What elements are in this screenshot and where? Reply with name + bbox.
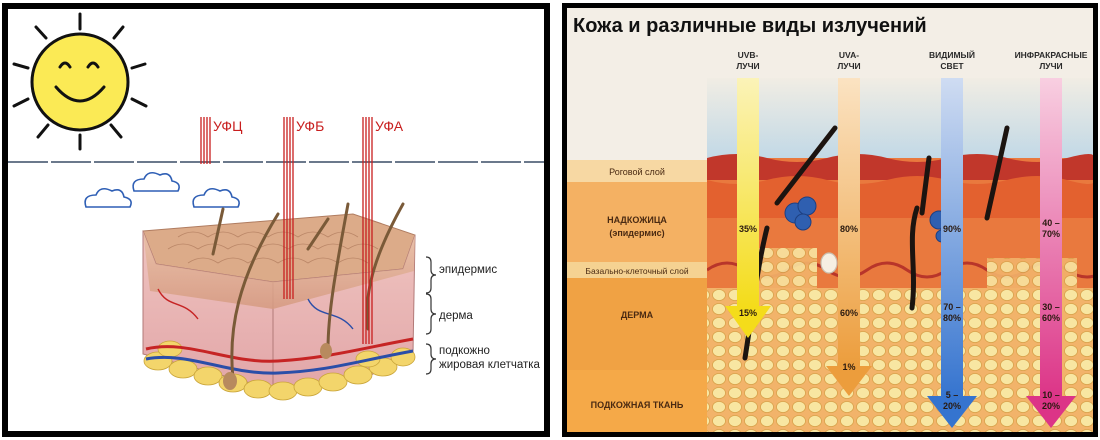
infrared-middle-value: 30 –60% bbox=[1042, 302, 1060, 323]
right-panel: Кожа и различные виды излучений bbox=[562, 3, 1098, 437]
sun-icon bbox=[12, 12, 148, 151]
skin-section bbox=[706, 125, 1093, 432]
ray-label-ufb: УФБ bbox=[296, 118, 324, 134]
uvb-middle-value: 15% bbox=[739, 308, 757, 318]
cloud-icon bbox=[84, 187, 132, 208]
column-header-uvb-1: UVB- bbox=[738, 50, 759, 60]
uva-middle-value: 60% bbox=[840, 308, 858, 318]
column-header-uva-1: UVA- bbox=[839, 50, 859, 60]
diagram-title: Кожа и различные виды излучений bbox=[573, 15, 927, 37]
ray-label-ufa: УФА bbox=[375, 118, 404, 134]
layer-label-dermis: ДЕРМА bbox=[621, 310, 654, 320]
column-header-infrared-2: ЛУЧИ bbox=[1039, 61, 1062, 71]
clouds bbox=[84, 171, 240, 208]
sky bbox=[707, 78, 1093, 168]
layer-column bbox=[567, 160, 707, 432]
ufc-ray bbox=[200, 117, 211, 164]
left-diagram: УФЦ УФБ УФА эпидермис дерма подкожно жир… bbox=[8, 9, 544, 431]
layer-label-epidermis-sub: (эпидермис) bbox=[609, 228, 664, 238]
layer-label-epidermis: НАДКОЖИЦА bbox=[607, 215, 667, 225]
skin-diagram-right: Кожа и различные виды излучений bbox=[567, 15, 1093, 432]
visible-arrow bbox=[927, 78, 977, 428]
uva-arrow bbox=[826, 78, 872, 396]
left-panel: УФЦ УФБ УФА эпидермис дерма подкожно жир… bbox=[2, 3, 550, 437]
layer-label-epidermis: эпидермис bbox=[439, 264, 497, 276]
layer-label-dermis: дерма bbox=[439, 310, 473, 322]
infrared-top-value: 40 –70% bbox=[1042, 218, 1060, 239]
ufb-ray bbox=[283, 117, 294, 299]
skin-diagram-left: УФЦ УФБ УФА эпидермис дерма подкожно жир… bbox=[8, 12, 544, 401]
visible-bottom-value: 5 –20% bbox=[943, 390, 961, 411]
layer-label-subcutaneous-1: подкожно bbox=[439, 345, 490, 357]
cloud-icon bbox=[192, 187, 240, 208]
uva-bottom-value: 1% bbox=[842, 362, 855, 372]
layer-label-basal: Базально-клеточный слой bbox=[585, 266, 688, 276]
uvb-top-value: 35% bbox=[739, 224, 757, 234]
column-header-visible-2: СВЕТ bbox=[940, 61, 964, 71]
layer-label-subcutaneous: ПОДКОЖНАЯ ТКАНЬ bbox=[591, 400, 684, 410]
ray-label-ufc: УФЦ bbox=[213, 118, 243, 134]
column-header-visible-1: ВИДИМЫЙ bbox=[929, 49, 975, 60]
ufa-ray bbox=[362, 117, 373, 344]
infrared-bottom-value: 10 –20% bbox=[1042, 390, 1060, 411]
layer-label-subcutaneous-2: жировая клетчатка bbox=[439, 359, 541, 371]
layer-label-stratum-corneum: Роговой слой bbox=[609, 167, 665, 177]
uvb-arrow bbox=[725, 78, 771, 338]
uv-rays bbox=[200, 117, 373, 344]
column-header-infrared-1: ИНФРАКРАСНЫЕ bbox=[1015, 50, 1088, 60]
uva-top-value: 80% bbox=[840, 224, 858, 234]
visible-middle-value: 70 –80% bbox=[943, 302, 961, 323]
cloud-icon bbox=[132, 171, 180, 192]
column-header-uva-2: ЛУЧИ bbox=[837, 61, 860, 71]
right-diagram: Кожа и различные виды излучений bbox=[567, 8, 1093, 432]
column-header-uvb-2: ЛУЧИ bbox=[736, 61, 759, 71]
layer-brackets bbox=[425, 256, 437, 375]
skin-block bbox=[142, 202, 416, 401]
infrared-arrow bbox=[1026, 78, 1076, 428]
visible-top-value: 90% bbox=[943, 224, 961, 234]
